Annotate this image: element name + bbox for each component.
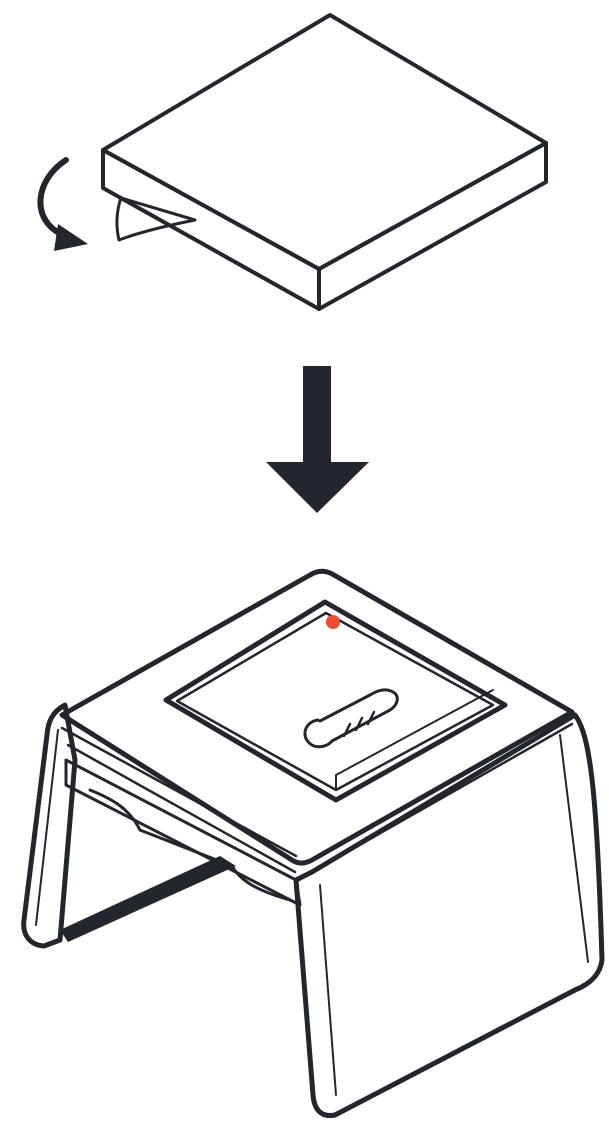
down-arrow-icon — [266, 366, 369, 513]
adhesive-pad — [101, 13, 548, 311]
pad-top-face — [101, 13, 548, 271]
device-right-leg — [293, 712, 605, 1119]
status-led — [326, 615, 340, 629]
device-top-face — [59, 568, 575, 866]
top-button — [163, 599, 508, 803]
device-inner-face — [64, 758, 302, 907]
device-left-leg — [21, 702, 78, 949]
pad-right-side — [317, 141, 548, 311]
thermometer-icon — [303, 688, 399, 749]
backing-film — [115, 196, 197, 242]
device — [21, 568, 605, 1119]
curved-arrow-icon — [37, 157, 88, 251]
pad-left-side — [101, 148, 321, 311]
